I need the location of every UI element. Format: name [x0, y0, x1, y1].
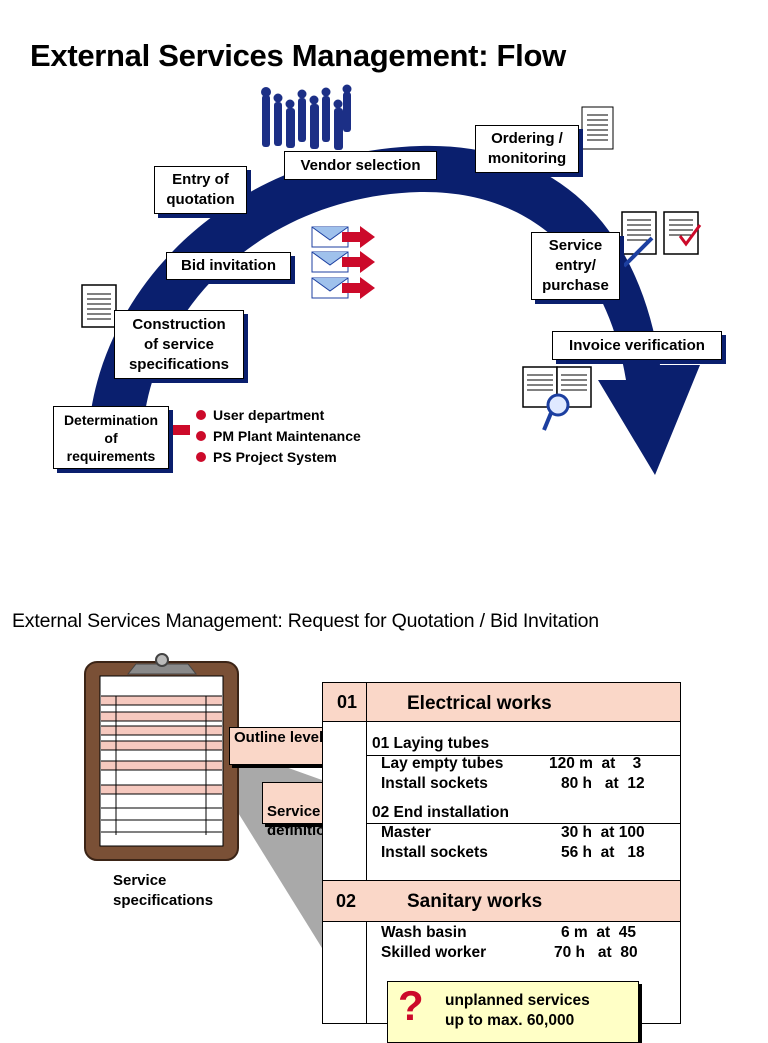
- line-desc: Skilled worker: [381, 944, 487, 961]
- line-desc: Install sockets: [381, 844, 488, 861]
- clipboard-caption: Service specifications: [113, 872, 214, 909]
- divider: [367, 755, 680, 756]
- label-text: Outline level: [234, 729, 324, 746]
- divider: [366, 683, 367, 1024]
- line-qty: 6 m at 45: [561, 924, 636, 941]
- flow-arc-graphic: [81, 84, 702, 475]
- outline-level-label: Outline level: [229, 727, 337, 765]
- line-desc: Lay empty tubes: [381, 755, 504, 772]
- line-qty: 30 h at 100: [561, 824, 645, 841]
- send-arrow-icon: [342, 226, 375, 299]
- section-name: Sanitary works: [407, 891, 543, 912]
- process-arc: [88, 145, 700, 475]
- magnifier-book-icon: [522, 366, 592, 431]
- source-label: User department: [213, 406, 325, 423]
- subheading: 02 End installation: [372, 804, 509, 821]
- section-title: External Services Management: Request fo…: [12, 610, 599, 632]
- step-invoice: Invoice verification: [552, 331, 722, 360]
- question-icon: ?: [398, 982, 424, 1029]
- section-number: 01: [337, 692, 358, 712]
- clip-icon: [126, 653, 198, 675]
- step-label: Invoice verification: [569, 336, 705, 354]
- page-title: External Services Management: Flow: [30, 38, 566, 73]
- step-determination: Determination of requirements: [53, 406, 169, 469]
- note-text: unplanned services up to max. 60,000: [445, 992, 590, 1029]
- unplanned-note: ? unplanned services up to max. 60,000: [387, 981, 639, 1043]
- label-text: Service definition: [267, 803, 335, 839]
- document-icon: [81, 284, 117, 328]
- step-construction: Construction of service specifications: [114, 310, 244, 379]
- clipboard-lines: [101, 695, 222, 835]
- line-desc: Install sockets: [381, 775, 488, 792]
- step-vendor-selection: Vendor selection: [284, 151, 437, 180]
- step-bid-invitation: Bid invitation: [166, 252, 291, 280]
- divider: [367, 823, 680, 824]
- step-label: Bid invitation: [181, 257, 276, 274]
- line-qty: 80 h at 12: [561, 775, 645, 792]
- step-ordering: Ordering / monitoring: [475, 125, 579, 173]
- specification-table: 01 Electrical works 01 Laying tubes Lay …: [322, 682, 681, 1024]
- section-name: Electrical works: [407, 693, 552, 714]
- step-label: Construction of service specifications: [128, 315, 230, 373]
- list-item: PS Project System: [196, 446, 361, 467]
- signed-document-icon: [621, 211, 702, 268]
- line-qty: 120 m at 3: [549, 755, 642, 772]
- step-service-entry: Service entry/ purchase: [531, 232, 620, 300]
- source-label: PS Project System: [213, 448, 337, 465]
- step-entry-quotation: Entry of quotation: [154, 166, 247, 214]
- bullet-icon: [196, 451, 206, 462]
- source-label: PM Plant Maintenance: [213, 427, 361, 444]
- section-header: [323, 683, 680, 722]
- step-label: Determination of requirements: [63, 411, 159, 464]
- step-label: Service entry/ purchase: [542, 237, 609, 294]
- document-icon: [581, 106, 614, 150]
- line-qty: 56 h at 18: [561, 844, 645, 861]
- line-qty: 70 h at 80: [554, 944, 638, 961]
- step-label: Ordering / monitoring: [487, 130, 567, 167]
- subheading: 01 Laying tubes: [372, 735, 490, 752]
- people-icon: [261, 84, 352, 150]
- line-desc: Wash basin: [381, 924, 467, 941]
- bullet-icon: [196, 409, 206, 420]
- bullet-icon: [196, 430, 206, 441]
- source-list: User department PM Plant Maintenance PS …: [196, 404, 361, 467]
- section-header: [323, 880, 680, 922]
- list-item: PM Plant Maintenance: [196, 425, 361, 446]
- list-item: User department: [196, 404, 361, 425]
- step-label: Vendor selection: [300, 156, 421, 174]
- step-label: Entry of quotation: [166, 171, 235, 208]
- section-number: 02: [336, 891, 357, 911]
- line-desc: Master: [381, 824, 431, 841]
